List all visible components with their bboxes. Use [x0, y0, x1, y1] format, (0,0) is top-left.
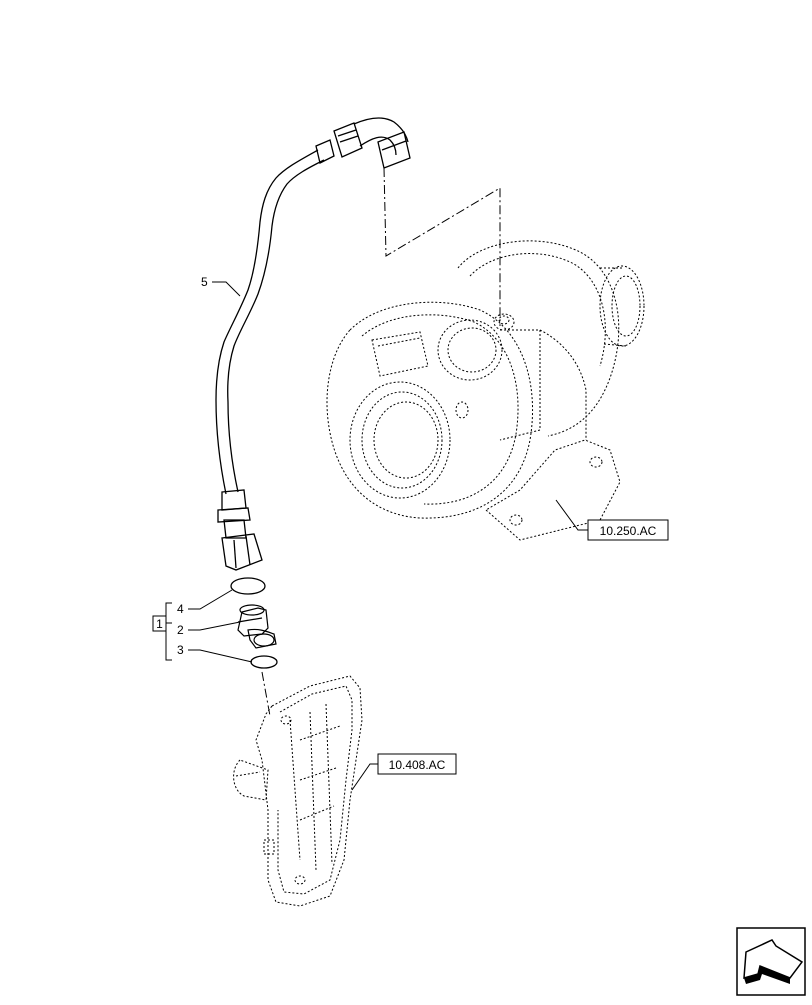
callout-4-label: 4 [177, 602, 184, 616]
turbocharger [326, 240, 645, 541]
reference-turbocharger-label: 10.250.AC [600, 524, 657, 538]
adapter-fitting [237, 604, 277, 649]
engine-block-section [233, 675, 363, 907]
o-ring-lower [250, 655, 278, 669]
connection-guide-lower [261, 671, 271, 717]
callout-5: 5 [201, 275, 241, 297]
callout-kit-label: 1 [156, 617, 163, 631]
o-ring-upper [230, 577, 266, 595]
callout-3: 3 [177, 643, 253, 663]
callout-5-label: 5 [201, 275, 208, 289]
callout-3-label: 3 [177, 643, 184, 657]
direction-arrow-icon[interactable] [736, 927, 806, 996]
callout-4: 4 [177, 589, 233, 616]
connection-guide-upper [383, 167, 501, 326]
callout-2: 2 [177, 621, 241, 637]
callout-2-label: 2 [177, 623, 184, 637]
callout-kit: 1 [152, 602, 172, 661]
reference-engine-block-label: 10.408.AC [389, 758, 446, 772]
oil-feed-pipe [215, 117, 411, 571]
reference-turbocharger[interactable]: 10.250.AC [555, 499, 669, 541]
reference-engine-block[interactable]: 10.408.AC [351, 753, 457, 791]
